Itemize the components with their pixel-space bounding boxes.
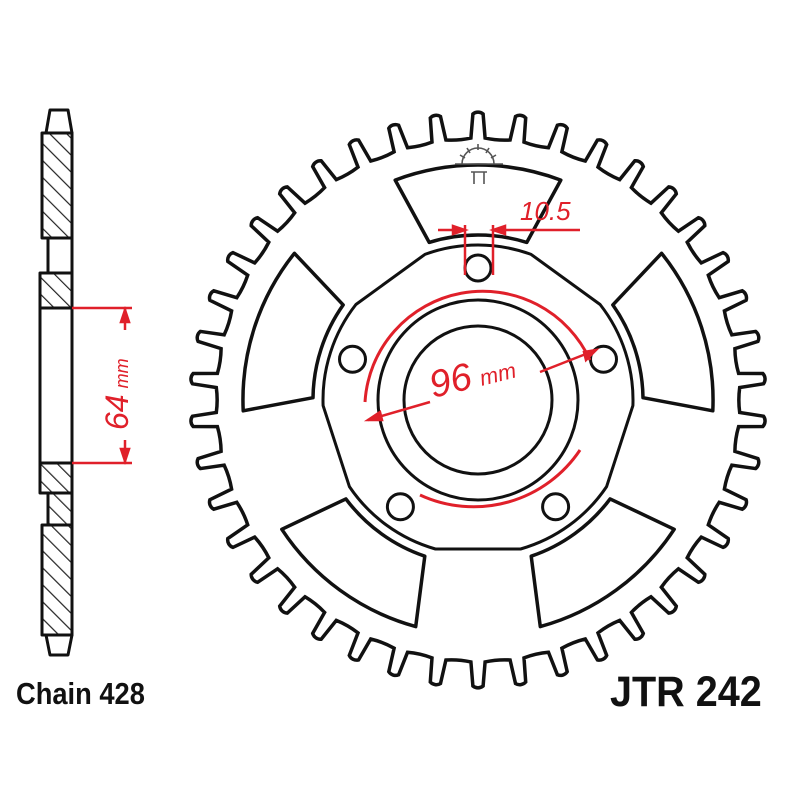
bolt-holes [338,253,618,522]
bolt-hole [385,492,415,522]
profile-hatch-upper [40,131,74,240]
side-profile [38,108,74,657]
bolt-circle-dimension [363,348,600,422]
jt-sun-logo-icon [455,144,503,184]
bolt-hole-label: 10.5 [520,196,571,226]
hub-outline [321,243,635,551]
bore-dimension [72,306,132,465]
profile-top-tip [44,108,74,135]
hub-ring [376,298,580,502]
bore-dimension-label: 64mm [99,358,135,430]
profile-bottom-tip [44,633,74,657]
profile-hatch-hub-lower [38,461,74,495]
spoke-window [529,497,676,629]
profile-hatch-hub-upper [38,271,74,310]
chain-size-label: Chain 428 [16,676,145,711]
profile-step-upper [46,236,74,275]
profile-step-lower [46,491,74,527]
bolt-hole [541,492,571,522]
profile-bore [38,306,74,465]
bolt-hole [463,253,493,283]
bolt-hole [338,344,367,374]
profile-hatch-lower [40,523,74,637]
bolt-circle-arc-lower [419,449,582,509]
bolt-hole-dimension [438,224,580,275]
center-bore [402,324,554,476]
spoke-window [393,163,563,245]
spoke-window [241,251,345,413]
bolt-circle-arc [363,289,592,403]
spoke-windows [241,163,715,629]
part-number-title: JTR 242 [610,668,762,716]
spoke-window [280,497,427,629]
spoke-window [611,251,715,413]
